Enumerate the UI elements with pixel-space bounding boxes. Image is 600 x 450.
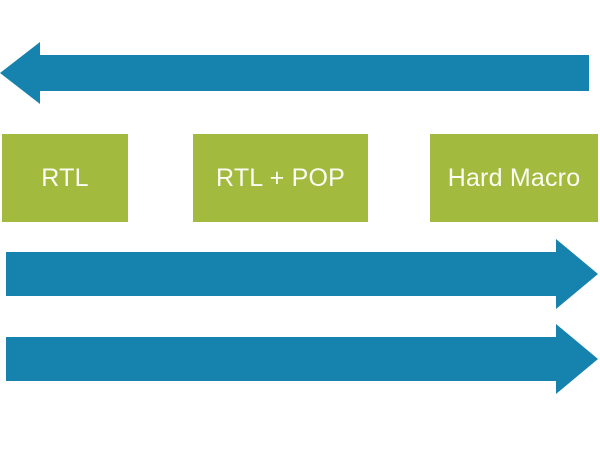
right-arrow-icon [6, 239, 598, 309]
ppa-assurance-arrow: PPA assurance, risk mitigation, faster t… [0, 236, 600, 312]
stage-box-label: Hard Macro [447, 163, 581, 192]
ease-of-design-arrow: Ease of design and verification, integra… [0, 321, 600, 397]
stage-box-rtl[interactable]: RTL [2, 134, 128, 222]
flexibility-arrow: Flexibility and choice [0, 38, 600, 115]
stage-box-label: RTL + POP [216, 163, 345, 192]
right-arrow-icon [6, 324, 598, 394]
stage-box-rtl-pop[interactable]: RTL + POP [193, 134, 368, 222]
stage-box-label: RTL [41, 163, 89, 192]
left-arrow-icon [0, 42, 589, 104]
stage-box-hard-macro[interactable]: Hard Macro [430, 134, 598, 222]
